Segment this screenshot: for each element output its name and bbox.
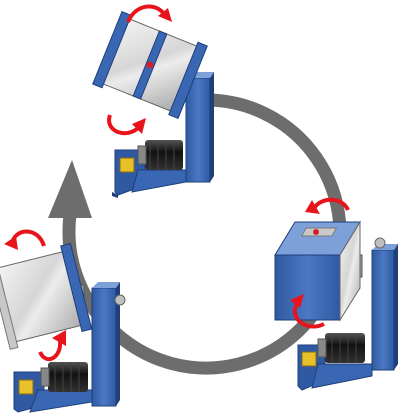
base-frame xyxy=(112,72,214,198)
station-upright-box xyxy=(274,197,398,391)
rotation-arrow-bottom xyxy=(290,294,325,329)
pivot-knob xyxy=(114,294,126,306)
base-frame xyxy=(13,282,120,413)
motor xyxy=(137,140,183,170)
station-tilted-forward xyxy=(0,229,126,413)
cycle-arrowhead xyxy=(48,160,92,218)
drum xyxy=(92,10,208,120)
rotation-arrow-top xyxy=(4,229,46,250)
motor xyxy=(317,333,365,363)
rotation-arrow-bottom xyxy=(107,114,146,136)
rotation-arrow-top xyxy=(126,4,172,23)
rotation-arrow-bottom xyxy=(38,330,66,362)
drum xyxy=(274,220,361,322)
station-tilted-back xyxy=(92,4,214,198)
base-frame xyxy=(297,244,398,391)
pivot-knob xyxy=(374,237,386,249)
drum xyxy=(0,242,93,350)
rotation-arrow-top xyxy=(305,197,350,214)
motor xyxy=(40,362,88,392)
